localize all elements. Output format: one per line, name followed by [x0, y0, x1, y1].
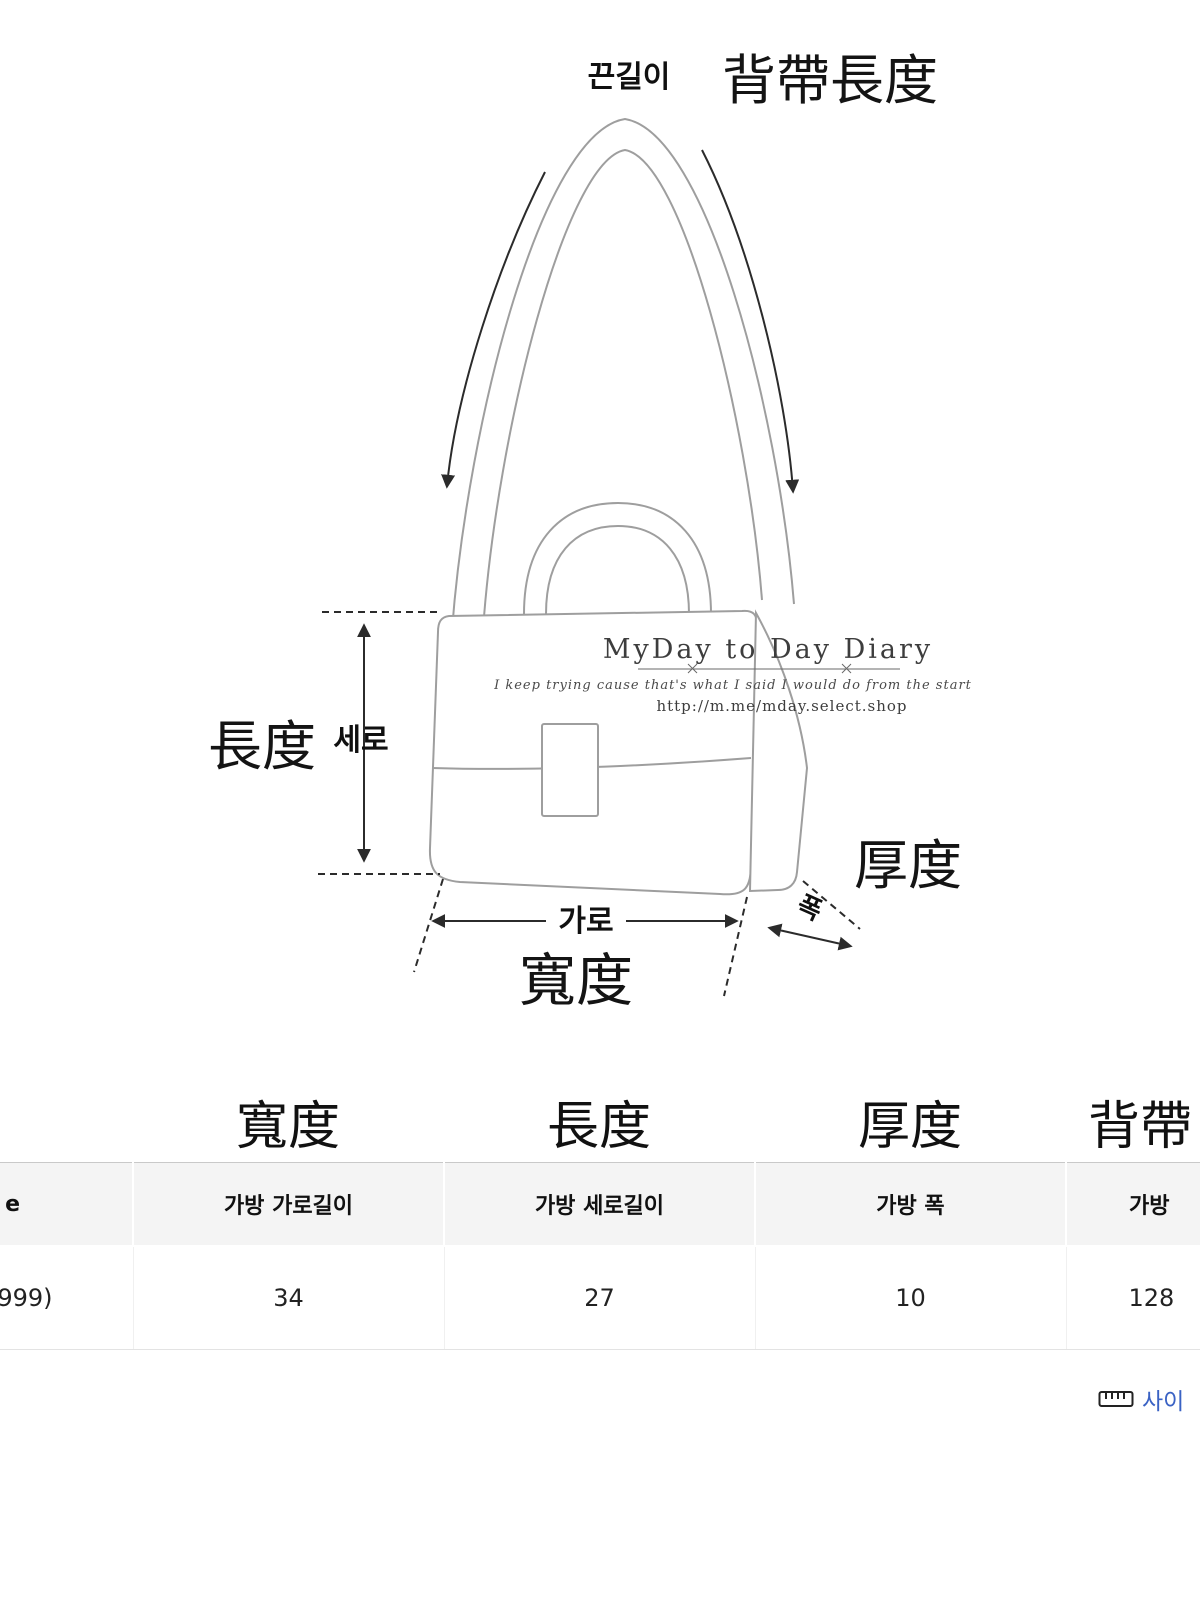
depth-korean-label: 폭 [792, 890, 826, 927]
bag-side-face [748, 609, 809, 893]
group-header-height: 長度 [546, 1097, 652, 1157]
strap-measure-arrow-left [441, 171, 546, 489]
cell-bag-strap: 128 [1065, 1246, 1200, 1350]
cell-bag-width: 34 [132, 1246, 444, 1350]
column-header-size: e [0, 1162, 133, 1247]
ruler-icon [1098, 1391, 1134, 1407]
cell-size-name: 999) [0, 1246, 133, 1350]
width-korean-label: 가로 [558, 904, 613, 939]
size-guide-link[interactable]: 사이 [1098, 1382, 1184, 1416]
size-guide-link-label: 사이 [1142, 1389, 1185, 1415]
column-header-bag-width: 가방 가로길이 [132, 1162, 444, 1247]
bag-flap-edge [431, 757, 752, 770]
depth-chinese-label: 厚度 [854, 834, 962, 897]
strap-measure-arrow-right [701, 149, 800, 494]
shoulder-strap-outer-line [451, 117, 795, 631]
watermark-url: http://m.me/mday.select.shop [656, 697, 907, 715]
handle-outer-line [523, 501, 712, 615]
column-header-bag-height: 가방 세로길이 [443, 1162, 755, 1247]
group-header-depth: 厚度 [857, 1097, 963, 1157]
width-label-backdrop [546, 903, 626, 937]
size-table-header-row: e 가방 가로길이 가방 세로길이 가방 폭 가방 [0, 1162, 1200, 1247]
handle-inner-line [545, 524, 690, 615]
watermark-divider [638, 663, 900, 674]
width-extension-line-left [413, 878, 444, 973]
cell-bag-height: 27 [443, 1246, 755, 1350]
height-chinese-label: 長度 [208, 715, 316, 778]
group-header-width: 寬度 [235, 1097, 341, 1157]
group-header-strap: 背帶 [1088, 1097, 1193, 1157]
width-extension-line-right [723, 896, 748, 997]
height-korean-label: 세로 [333, 723, 388, 758]
shoulder-strap-inner-line [482, 148, 763, 631]
width-chinese-label: 寬度 [519, 948, 633, 1014]
strap-length-chinese-label: 背帶長度 [722, 49, 938, 112]
watermark-title: MyDay to Day Diary [603, 634, 933, 665]
bag-clasp [541, 723, 599, 817]
size-table-data-row: 999) 34 27 10 128 [0, 1246, 1200, 1350]
column-header-bag-strap: 가방 [1065, 1162, 1200, 1247]
column-header-bag-depth: 가방 폭 [754, 1162, 1066, 1247]
depth-measure-arrow [767, 923, 853, 951]
bag-dimension-diagram: MyDay to Day Diary I keep trying cause t… [208, 49, 972, 1014]
depth-extension-line [802, 880, 861, 930]
strap-length-korean-label: 끈길이 [588, 60, 671, 95]
size-table: e 가방 가로길이 가방 세로길이 가방 폭 가방 999) 34 27 10 … [0, 1162, 1200, 1350]
watermark-tagline: I keep trying cause that's what I said I… [493, 678, 972, 693]
cell-bag-depth: 10 [754, 1246, 1066, 1350]
